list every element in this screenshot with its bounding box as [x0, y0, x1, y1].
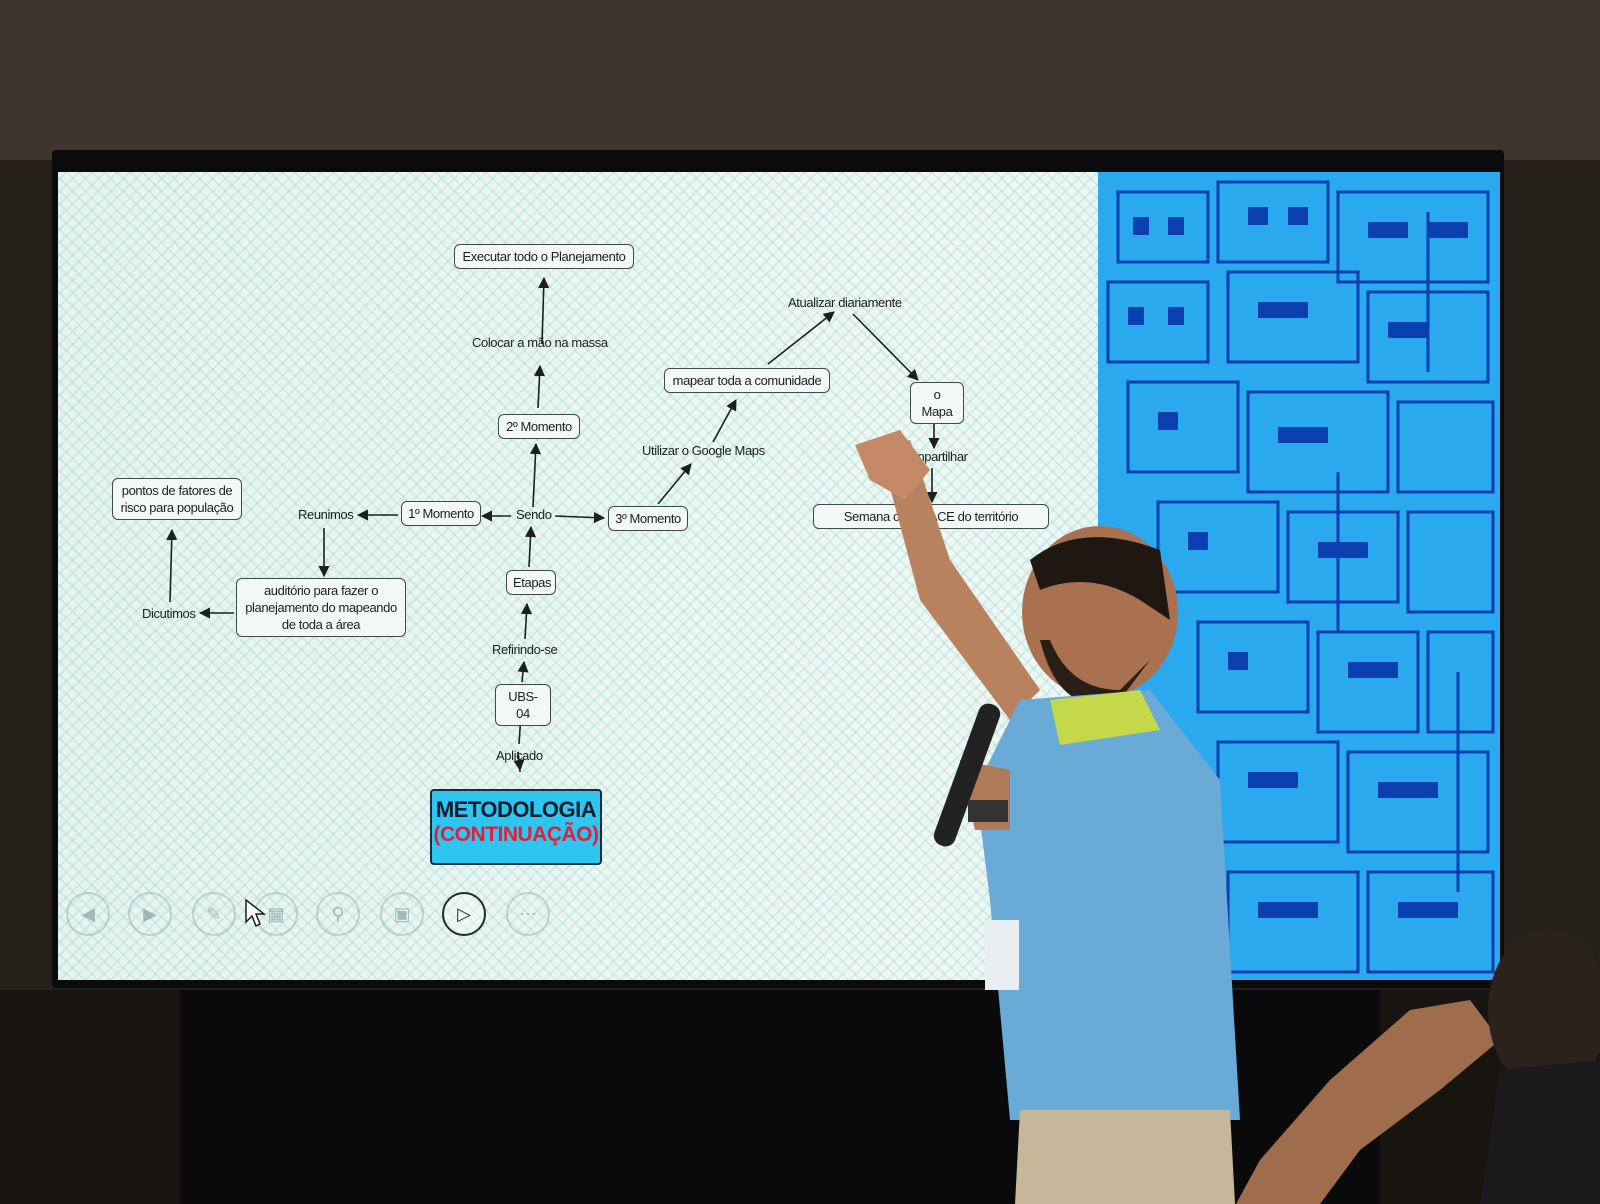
- arrow-ubs-referindo: [517, 660, 529, 683]
- slide-title-box: METODOLOGIA (CONTINUAÇÃO): [430, 789, 602, 865]
- more-icon[interactable]: ⋯: [506, 892, 550, 936]
- arrow-momento2-colocar: [533, 364, 546, 409]
- arrow-etapas-sendo: [524, 525, 537, 568]
- arrow-mapear-atualizar: [767, 311, 835, 365]
- slide-subtitle: (CONTINUAÇÃO): [433, 823, 599, 846]
- node-momento1: 1º Momento: [401, 501, 481, 526]
- node-etapas: Etapas: [506, 570, 556, 595]
- label-referindo: Refirindo-se: [492, 642, 558, 657]
- slideshow-toolbar: ◀ ▶ ✎ ▦ ⚲ ▣ ▷ ⋯: [58, 884, 578, 944]
- arrow-sendo-momento2: [529, 442, 542, 508]
- arrow-atualizar-mapa: [852, 313, 919, 381]
- label-google: Utilizar o Google Maps: [642, 443, 765, 458]
- label-aplicado: Aplicado: [496, 748, 543, 763]
- arrow-sendo-momento3: [554, 511, 606, 524]
- zoom-icon[interactable]: ⚲: [316, 892, 360, 936]
- node-momento3: 3º Momento: [608, 506, 688, 531]
- pen-icon[interactable]: ✎: [192, 892, 236, 936]
- label-compartilhar: Compartilhar: [898, 449, 968, 464]
- node-mapear: mapear toda a comunidade: [664, 368, 830, 393]
- arrow-referindo-etapas: [520, 602, 533, 640]
- node-ubs: UBS-04: [495, 684, 551, 726]
- label-atualizar: Atualizar diariamente: [788, 295, 902, 310]
- arrow-colocar-executar: [538, 276, 550, 345]
- subtitles-icon[interactable]: ▣: [380, 892, 424, 936]
- camera-icon[interactable]: ▷: [442, 892, 486, 936]
- next-icon[interactable]: ▶: [128, 892, 172, 936]
- node-executar: Executar todo o Planejamento: [454, 244, 634, 269]
- arrow-dicutimos-pontos: [166, 528, 178, 603]
- previous-icon[interactable]: ◀: [66, 892, 110, 936]
- arrow-google-mapear: [712, 399, 737, 443]
- mouse-cursor-icon: [245, 898, 266, 928]
- presentation-slide: Executar todo o Planejamento Colocar a m…: [58, 172, 1500, 980]
- node-semana: Semana com o ACE do território: [813, 504, 1049, 529]
- favela-illustration: [1098, 172, 1500, 980]
- node-mapa: o Mapa: [910, 382, 964, 424]
- node-pontos: pontos de fatores de risco para populaçã…: [112, 478, 242, 520]
- arrow-momento3-google: [657, 463, 692, 505]
- label-sendo: Sendo: [516, 507, 552, 522]
- stage-base: [180, 990, 1380, 1204]
- label-colocar: Colocar a mão na massa: [472, 335, 608, 350]
- node-momento2: 2º Momento: [498, 414, 580, 439]
- label-dicutimos: Dicutimos: [142, 606, 196, 621]
- node-auditorio: auditório para fazer o planejamento do m…: [236, 578, 406, 637]
- concept-map-connectors: [166, 276, 940, 773]
- label-reunimos: Reunimos: [298, 507, 354, 522]
- slide-title: METODOLOGIA: [435, 797, 597, 822]
